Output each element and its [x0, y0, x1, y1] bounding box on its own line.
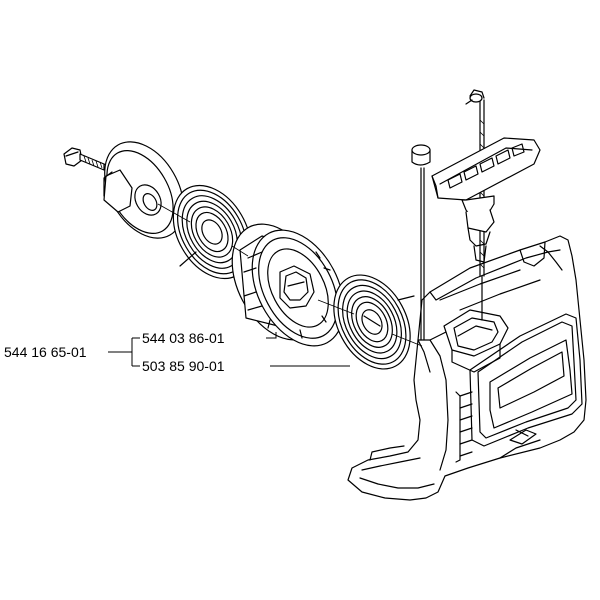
starter-handle — [431, 137, 541, 263]
recoil-spring-inner — [333, 274, 415, 370]
handle-socket — [443, 309, 509, 373]
assembly-part-number: 544 16 65-01 — [4, 344, 87, 360]
label-leaders — [108, 332, 350, 367]
recoil-spring-outer — [172, 184, 252, 280]
screw — [63, 147, 119, 171]
rope-knot — [465, 89, 485, 105]
assembly-axis — [157, 203, 423, 347]
pulley-part-number: 544 03 86-01 — [142, 330, 225, 346]
starter-housing — [347, 235, 587, 501]
spring-part-number: 503 85 90-01 — [142, 358, 225, 374]
starter-pulley — [231, 223, 345, 347]
flange-washer — [103, 141, 184, 239]
bushing — [411, 144, 431, 341]
